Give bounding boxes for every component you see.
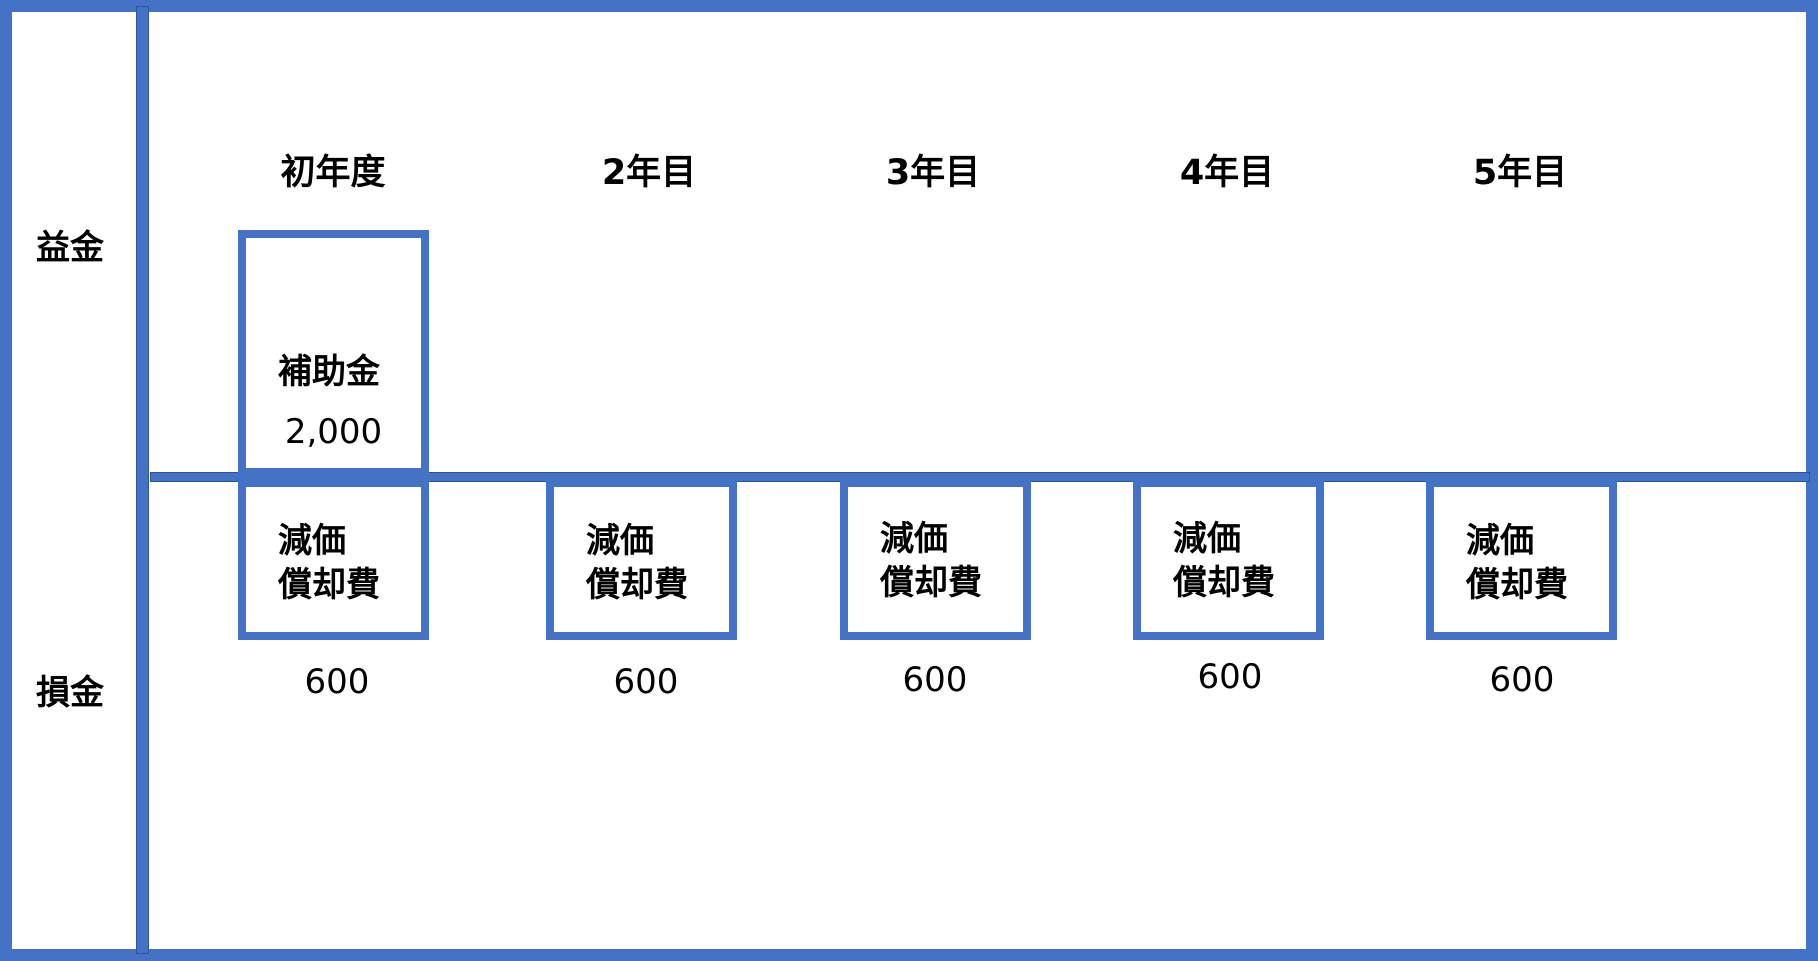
- depreciation-box: 減価 償却費: [1426, 479, 1617, 640]
- depreciation-label-line1: 減価: [1466, 521, 1534, 561]
- depreciation-label-line1: 減価: [586, 521, 654, 561]
- depreciation-label-line1: 減価: [880, 519, 948, 559]
- year-header: 初年度: [280, 153, 386, 193]
- depreciation-label-line2: 償却費: [278, 565, 380, 605]
- year-header: 2年目: [601, 153, 697, 193]
- depreciation-label-line1: 減価: [278, 521, 346, 561]
- year-header: 5年目: [1472, 153, 1568, 193]
- vertical-divider: [136, 6, 149, 954]
- depreciation-box: 減価 償却費: [546, 479, 737, 640]
- subsidy-amount: 2,000: [284, 412, 383, 452]
- revenue-row-label: 益金: [36, 228, 104, 268]
- depreciation-amount: 600: [902, 660, 968, 700]
- depreciation-label-line2: 償却費: [586, 565, 688, 605]
- depreciation-label-line1: 減価: [1173, 519, 1241, 559]
- year-header: 4年目: [1179, 153, 1275, 193]
- depreciation-label-line2: 償却費: [880, 563, 982, 603]
- subsidy-label: 補助金: [278, 352, 380, 392]
- expense-row-label: 損金: [36, 673, 104, 713]
- depreciation-amount: 600: [304, 662, 370, 702]
- depreciation-label-line2: 償却費: [1173, 563, 1275, 603]
- depreciation-label-line2: 償却費: [1466, 565, 1568, 605]
- depreciation-box: 減価 償却費: [238, 479, 429, 640]
- depreciation-box: 減価 償却費: [1133, 479, 1324, 640]
- depreciation-amount: 600: [1197, 657, 1263, 697]
- depreciation-amount: 600: [1489, 660, 1555, 700]
- subsidy-box: 補助金 2,000: [238, 230, 429, 476]
- year-header: 3年目: [885, 153, 981, 193]
- depreciation-box: 減価 償却費: [840, 479, 1031, 640]
- depreciation-amount: 600: [613, 662, 679, 702]
